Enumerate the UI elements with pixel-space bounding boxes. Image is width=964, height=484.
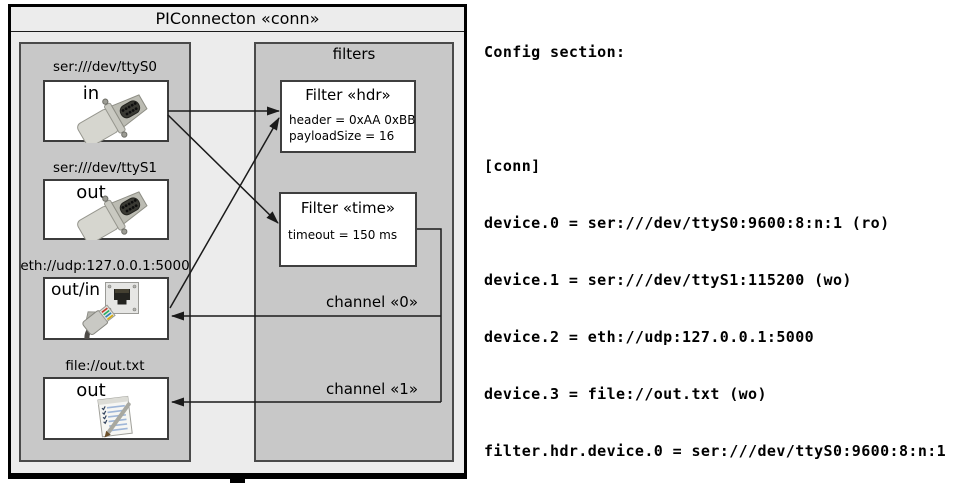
device-direction-label: in [82,83,100,104]
filter-hdr-attr-header: header = 0xAA 0xBB [289,113,416,127]
filter-time-node: Filter «time» timeout = 150 ms [279,192,417,267]
serial-connector-icon [77,191,148,240]
config-line: device.0 = ser:///dev/ttyS0:9600:8:n:1 (… [484,214,890,232]
ethernet-plug-icon [82,304,116,339]
config-section: Config section: [conn] device.0 = ser://… [484,5,962,484]
device-label-eth: eth://udp:127.0.0.1:5000 [20,258,190,274]
device-node-ttys1: out [43,179,169,240]
filter-time-title: Filter «time» [300,199,396,217]
config-line: filter.hdr.device.0 = ser:///dev/ttyS0:9… [484,442,947,460]
filter-hdr-title: Filter «hdr» [305,86,391,104]
device-label-ttys0: ser:///dev/ttyS0 [53,59,157,75]
device-direction-label: out [76,182,106,203]
filter-hdr-attr-payloadsize: payloadSize = 16 [289,129,395,143]
device-node-eth: out/in [43,277,169,340]
device-label-ttys1: ser:///dev/ttyS1 [53,160,157,176]
title-separator [11,31,464,32]
filter-time-attr-timeout: timeout = 150 ms [288,228,398,242]
config-line: device.2 = eth://udp:127.0.0.1:5000 [484,328,815,346]
device-label-file: file://out.txt [65,358,145,374]
frame-bottom-notch [230,477,245,483]
config-line: device.3 = file://out.txt (wo) [484,385,767,403]
channel-0-label: channel «0» [325,293,418,311]
device-node-file: out [43,377,169,440]
notepad-icon [97,395,133,438]
config-line: [conn] [484,157,541,175]
ethernet-port-icon [105,282,139,314]
device-direction-label: out [76,380,106,401]
filter-hdr-node: Filter «hdr» header = 0xAA 0xBB payloadS… [280,80,416,153]
config-heading: Config section: [484,43,626,61]
filters-panel-label: filters [332,45,376,63]
diagram-title: PIConnecton «conn» [155,9,320,28]
channel-1-label: channel «1» [325,380,418,398]
serial-connector-icon [77,94,148,143]
config-line: device.1 = ser:///dev/ttyS1:115200 (wo) [484,271,852,289]
device-node-ttys0: in [43,80,169,143]
config-blank-line [484,100,962,119]
device-direction-label: out/in [51,280,101,300]
